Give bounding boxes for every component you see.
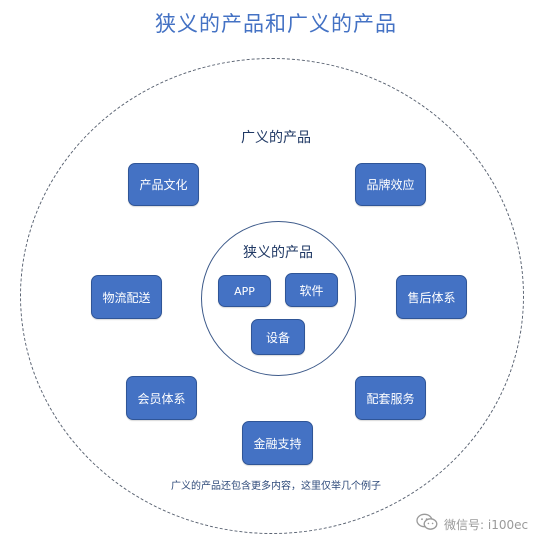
box-product-culture: 产品文化 (128, 163, 199, 206)
box-app: APP (218, 275, 271, 307)
box-membership: 会员体系 (126, 376, 197, 420)
footnote: 广义的产品还包含更多内容，这里仅举几个例子 (171, 481, 381, 492)
box-brand-effect: 品牌效应 (355, 163, 426, 206)
outer-heading: 广义的产品 (241, 130, 311, 146)
watermark-text: 微信号: i100ec (444, 517, 529, 532)
page-title: 狭义的产品和广义的产品 (155, 12, 397, 36)
inner-heading: 狭义的产品 (243, 245, 313, 261)
box-after-sales: 售后体系 (396, 275, 467, 319)
inner-circle-narrow-product (201, 221, 356, 376)
box-supporting-services: 配套服务 (355, 376, 426, 420)
wechat-icon (416, 513, 438, 535)
outer-circle-broad-product (20, 58, 524, 534)
watermark: 微信号: i100ec (416, 513, 528, 535)
box-financial-support: 金融支持 (242, 421, 313, 465)
box-logistics: 物流配送 (91, 275, 162, 319)
box-device: 设备 (251, 319, 305, 355)
box-software: 软件 (285, 273, 338, 307)
